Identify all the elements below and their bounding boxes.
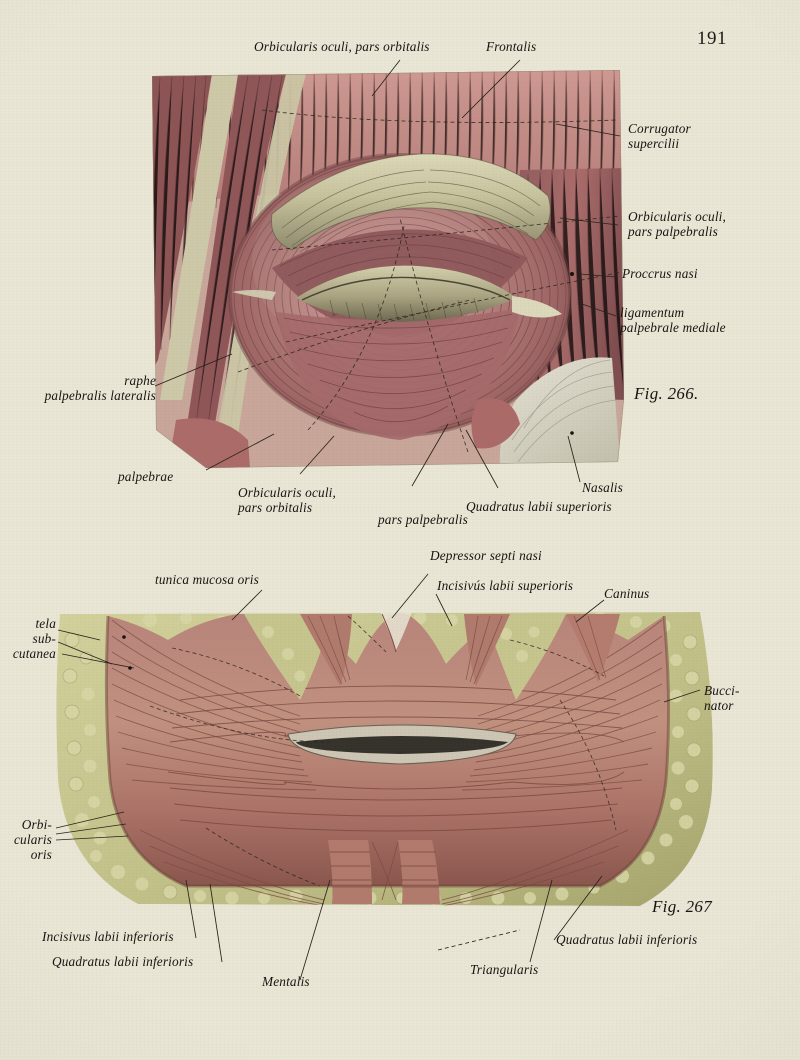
label-palpebrae: palpebrae (118, 469, 174, 484)
label-corrugator-supercilii: Corrugator supercilii (628, 121, 691, 151)
label-nasalis: Nasalis (582, 480, 623, 495)
label-quadratus-labii-inferioris-left: Quadratus labii inferioris (52, 954, 194, 969)
label-pars-palpebralis: pars palpebralis (378, 512, 468, 527)
label-ligamentum-palpebrale-mediale: ligamentum palpebrale mediale (620, 305, 726, 335)
fig-267-body (56, 612, 713, 906)
label-quadratus-labii-superioris: Quadratus labii superioris (466, 499, 612, 514)
label-raphe-palpebralis-lateralis: raphe palpebralis lateralis (44, 373, 156, 403)
label-incisivus-labii-inferioris: Incisivus labii inferioris (42, 929, 174, 944)
label-buccinator: Bucci- nator (704, 683, 740, 713)
label-orbicularis-oculi-pars-palpebralis: Orbicularis oculi, pars palpebralis (628, 209, 726, 239)
label-frontalis: Frontalis (486, 39, 537, 54)
label-tunica-mucosa-oris: tunica mucosa oris (155, 572, 259, 587)
label-procerus-nasi: Proccrus nasi (622, 266, 698, 281)
fig-266-body (152, 70, 624, 468)
label-depressor-septi-nasi: Depressor septi nasi (430, 548, 542, 563)
label-orbicularis-oculi-pars-orbitalis-bottom: Orbicularis oculi, pars orbitalis (238, 485, 336, 515)
label-orbicularis-oculi-pars-orbitalis-top: Orbicularis oculi, pars orbitalis (254, 39, 430, 54)
label-quadratus-labii-inferioris-right: Quadratus labii inferioris (556, 932, 698, 947)
label-orbicularis-oris: Orbi- cularis oris (14, 817, 52, 862)
label-mentalis: Mentalis (262, 974, 310, 989)
label-triangularis: Triangularis (470, 962, 539, 977)
page-number: 191 (697, 28, 727, 49)
label-incisivus-labii-superioris: Incisivús labii superioris (437, 578, 574, 593)
label-tela-subcutanea: tela sub- cutanea (12, 616, 56, 661)
fig-267-leaders (55, 573, 701, 981)
figure-266-caption: Fig. 266. (634, 384, 699, 403)
figure-267-caption: Fig. 267 (652, 897, 713, 916)
fig-266-leaders (154, 59, 621, 489)
label-caninus: Caninus (604, 586, 650, 601)
